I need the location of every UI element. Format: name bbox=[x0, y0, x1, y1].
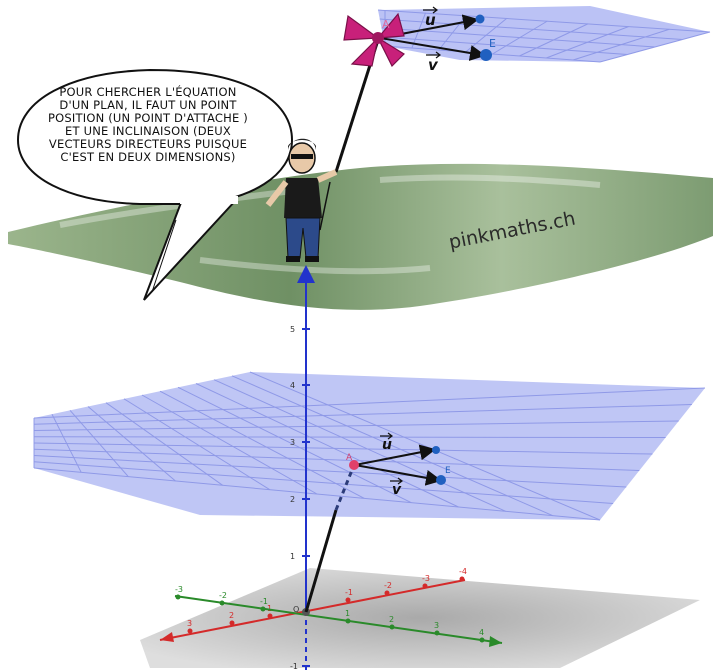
y-axis bbox=[174, 595, 503, 647]
x-tick bbox=[384, 590, 390, 596]
vector-v-top bbox=[379, 37, 486, 61]
x-tick-label: 1 bbox=[267, 604, 272, 613]
position-vector bbox=[304, 509, 338, 613]
x-tick-label: -4 bbox=[459, 567, 467, 576]
speech-bubble-tail-inner bbox=[151, 219, 177, 293]
vector-v-label-mid: v bbox=[392, 482, 402, 498]
y-tick bbox=[389, 624, 395, 630]
x-tick bbox=[422, 583, 428, 589]
vector-u-end-mid bbox=[432, 446, 440, 454]
y-tick-label: 1 bbox=[345, 609, 350, 618]
z-tick-label: 1 bbox=[290, 552, 295, 561]
origin-label: O bbox=[293, 605, 299, 614]
x-tick-label: -3 bbox=[422, 574, 430, 583]
x-tick-label: -1 bbox=[345, 588, 353, 597]
vector-u-label-mid: u bbox=[382, 437, 392, 453]
y-tick bbox=[260, 606, 266, 612]
z-tick-label: 2 bbox=[290, 495, 295, 504]
position-vector-dashed bbox=[334, 469, 354, 511]
x-tick-label: -2 bbox=[384, 581, 392, 590]
vector-u-label-top: u bbox=[425, 11, 436, 29]
point-e-top bbox=[480, 49, 492, 61]
top-plane bbox=[377, 6, 711, 63]
x-tick bbox=[229, 620, 235, 626]
z-tick-label: 3 bbox=[290, 438, 295, 447]
z-tick-label: 5 bbox=[290, 325, 295, 334]
x-tick bbox=[345, 597, 351, 603]
x-tick bbox=[459, 576, 465, 582]
x-tick bbox=[267, 613, 273, 619]
speech-bubble bbox=[16, 68, 294, 205]
y-tick bbox=[434, 630, 440, 636]
y-tick bbox=[479, 637, 485, 643]
y-tick bbox=[219, 600, 225, 606]
z-tick-label: 4 bbox=[290, 381, 295, 390]
vector-v-mid bbox=[354, 464, 442, 486]
vector-u-mid bbox=[354, 444, 436, 466]
z-tick-label: -1 bbox=[290, 662, 298, 670]
y-tick-label: 2 bbox=[389, 615, 394, 624]
kite-bow bbox=[343, 12, 405, 68]
vector-v-arrow-mark-top bbox=[426, 51, 441, 59]
xy-ground-plane bbox=[140, 568, 700, 668]
point-a-mid bbox=[349, 460, 359, 470]
y-tick bbox=[345, 618, 351, 624]
x-axis bbox=[159, 579, 466, 642]
vector-u-end-top bbox=[475, 14, 485, 24]
y-tick-label: -3 bbox=[175, 585, 183, 594]
person-figure bbox=[265, 138, 338, 262]
x-tick bbox=[187, 628, 193, 634]
x-axis-ticks: 321-1-2-3-4 bbox=[187, 567, 467, 634]
y-tick-label: -1 bbox=[260, 597, 268, 606]
mid-plane bbox=[33, 371, 706, 521]
point-e-label-top: E bbox=[489, 37, 496, 50]
y-tick-label: -2 bbox=[219, 591, 227, 600]
y-tick-label: 4 bbox=[479, 628, 484, 637]
speech-bubble-text: POUR CHERCHER L'ÉQUATION D'UN PLAN, IL F… bbox=[48, 85, 248, 164]
y-tick-label: 3 bbox=[434, 621, 439, 630]
x-tick-label: 3 bbox=[187, 619, 192, 628]
kite-string-lower bbox=[319, 181, 331, 231]
z-axis-ticks: -1 1 2 3 4 5 bbox=[290, 325, 310, 670]
vector-u-arrow-mark-mid bbox=[380, 432, 393, 440]
y-tick bbox=[175, 594, 181, 600]
point-a-label-top: A bbox=[382, 18, 390, 31]
speech-bubble-tail bbox=[143, 199, 237, 301]
point-a-label-mid: A bbox=[346, 453, 353, 463]
x-tick-label: 2 bbox=[229, 611, 234, 620]
vector-u-arrow-mark-top bbox=[423, 6, 438, 14]
point-e-label-mid: E bbox=[445, 466, 451, 476]
vector-v-label-top: v bbox=[428, 56, 439, 74]
point-e-mid bbox=[436, 475, 446, 485]
vector-v-arrow-mark-mid bbox=[390, 477, 403, 485]
